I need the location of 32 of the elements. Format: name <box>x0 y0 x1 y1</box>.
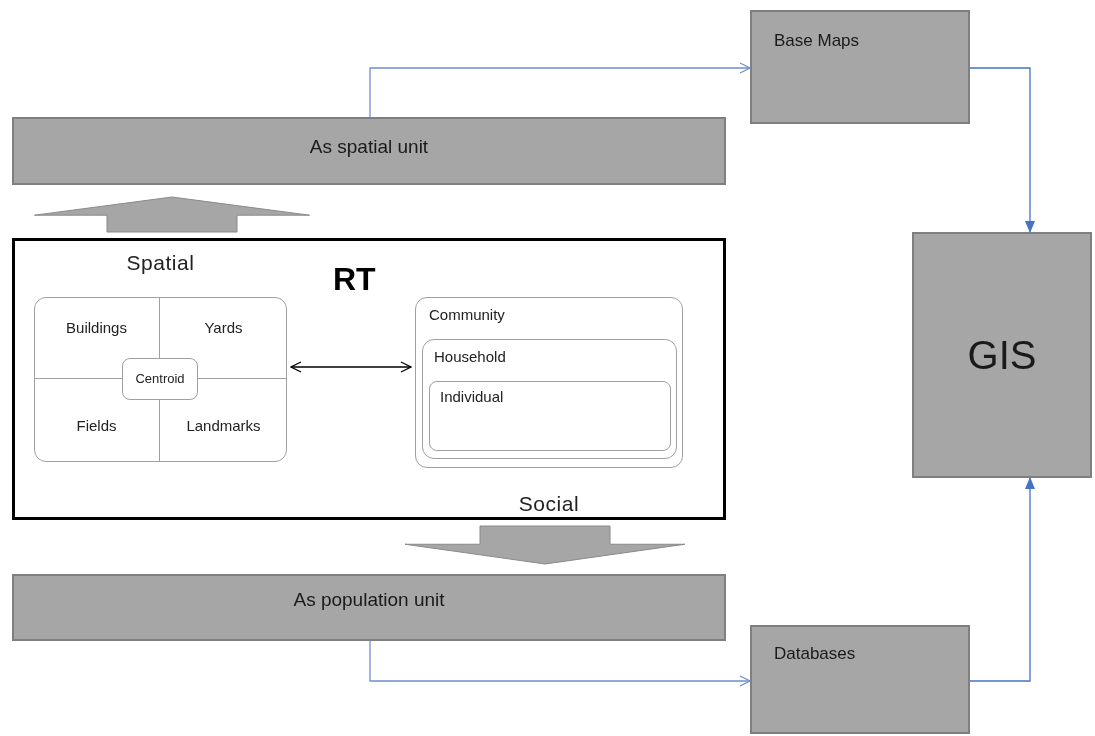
node-label: RT <box>333 260 376 299</box>
arrow <box>969 477 1035 682</box>
pill-box <box>122 358 198 400</box>
node-label: Centroid <box>135 370 185 388</box>
node-label: Spatial <box>126 250 195 276</box>
frame-box <box>12 238 726 520</box>
process-box <box>912 232 1092 478</box>
node-label: Individual <box>440 388 505 407</box>
node-label: Buildings <box>66 319 127 338</box>
node-label: Yards <box>204 319 243 338</box>
node-label: Base Maps <box>774 30 860 52</box>
block-arrow <box>404 525 686 565</box>
process-box <box>750 625 970 734</box>
node-label: Household <box>434 348 507 367</box>
process-box <box>12 574 726 641</box>
node-label: Databases <box>774 643 856 665</box>
arrow <box>369 62 751 118</box>
node-label: Community <box>429 306 506 325</box>
rounded-box <box>429 381 671 451</box>
node-label: Landmarks <box>186 417 261 436</box>
node-label: Fields <box>76 417 117 436</box>
arrow <box>369 640 751 687</box>
node-label: As spatial unit <box>309 135 429 160</box>
node-label: GIS <box>967 332 1037 379</box>
node-label: As population unit <box>293 587 445 612</box>
process-box <box>12 117 726 185</box>
block-arrow <box>34 196 310 233</box>
double-arrow <box>290 361 412 373</box>
process-box <box>750 10 970 124</box>
rounded-box <box>422 339 677 459</box>
node-label: Social <box>518 490 580 517</box>
arrow <box>969 67 1035 233</box>
